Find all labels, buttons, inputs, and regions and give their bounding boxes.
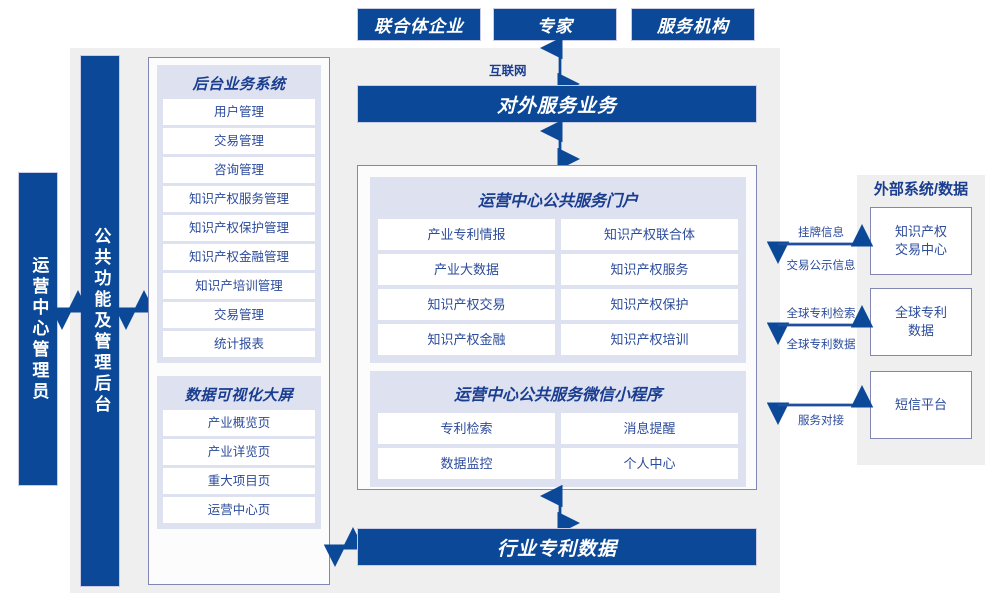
role-box-service-agency: 服务机构 <box>631 8 755 41</box>
backend-business-system-title: 后台业务系统 <box>192 76 286 93</box>
external-box-sms-platform-label: 短信平台 <box>894 397 947 413</box>
data-visualization-group: 数据可视化大屏 产业概览页 产业详览页 重大项目页 运营中心页 <box>157 376 321 529</box>
backend-item-transaction-management[interactable]: 交易管理 <box>163 128 315 154</box>
backend-item-consultation-management[interactable]: 咨询管理 <box>163 157 315 183</box>
mini-item-patent-search[interactable]: 专利检索 <box>378 413 555 444</box>
portal-item-ip-consortium[interactable]: 知识产权联合体 <box>561 219 738 250</box>
backend-item-ip-protection-management[interactable]: 知识产权保护管理 <box>163 215 315 241</box>
mini-item-personal-center[interactable]: 个人中心 <box>561 448 738 479</box>
portal-item-ip-training[interactable]: 知识产权培训 <box>561 324 738 355</box>
portal-item-ip-service[interactable]: 知识产权服务 <box>561 254 738 285</box>
wechat-miniprogram-title: 运营中心公共服务微信小程序 <box>453 387 662 404</box>
external-box-global-patent-data: 全球专利 数据 <box>870 288 972 356</box>
public-service-portal-title: 运营中心公共服务门户 <box>477 193 638 210</box>
backend-systems-container: 后台业务系统 用户管理 交易管理 咨询管理 知识产权服务管理 知识产权保护管理 … <box>148 57 330 585</box>
external-box-global-patent-data-label: 全球专利 数据 <box>894 305 947 338</box>
public-service-container: 运营中心公共服务门户 产业专利情报 知识产权联合体 产业大数据 知识产权服务 知… <box>357 165 757 490</box>
backend-item-ip-finance-management[interactable]: 知识产权金融管理 <box>163 244 315 270</box>
internet-vertical-arrow <box>540 36 580 96</box>
portal-item-industry-patent-intelligence[interactable]: 产业专利情报 <box>378 219 555 250</box>
common-function-backend-label: 公共功能及管理后台 <box>91 226 111 416</box>
public-service-portal-group: 运营中心公共服务门户 产业专利情报 知识产权联合体 产业大数据 知识产权服务 知… <box>370 177 746 363</box>
operation-center-admin-bar: 运营中心管理员 <box>18 172 58 486</box>
portal-item-ip-finance[interactable]: 知识产权金融 <box>378 324 555 355</box>
service-to-portal-arrow <box>540 119 580 171</box>
portal-item-industry-bigdata[interactable]: 产业大数据 <box>378 254 555 285</box>
role-box-consortium-enterprise: 联合体企业 <box>357 8 481 41</box>
common-function-backend-bar: 公共功能及管理后台 <box>80 55 120 587</box>
arrow-label-global-patent-data: 全球专利数据 <box>786 339 856 351</box>
external-systems-title: 外部系统/数据 <box>873 181 969 198</box>
portal-to-industry-data-arrow <box>540 484 580 535</box>
wechat-miniprogram-group: 运营中心公共服务微信小程序 专利检索 消息提醒 数据监控 个人中心 <box>370 371 746 487</box>
external-service-business-bar: 对外服务业务 <box>357 85 757 123</box>
dataviz-item-industry-overview[interactable]: 产业概览页 <box>163 410 315 436</box>
portal-item-ip-protection[interactable]: 知识产权保护 <box>561 289 738 320</box>
external-box-ip-trading-center: 知识产权 交易中心 <box>870 207 972 275</box>
backend-business-system-group: 后台业务系统 用户管理 交易管理 咨询管理 知识产权服务管理 知识产权保护管理 … <box>157 65 321 363</box>
mini-item-data-monitoring[interactable]: 数据监控 <box>378 448 555 479</box>
sms-platform-arrow <box>766 385 874 425</box>
data-visualization-title: 数据可视化大屏 <box>184 387 294 404</box>
ip-trading-center-arrow <box>766 224 874 264</box>
dataviz-item-major-project[interactable]: 重大项目页 <box>163 468 315 494</box>
dataviz-item-industry-detail[interactable]: 产业详览页 <box>163 439 315 465</box>
common-to-backend-arrow <box>114 290 156 330</box>
external-box-ip-trading-center-label: 知识产权 交易中心 <box>894 224 947 257</box>
dataviz-item-operation-center[interactable]: 运营中心页 <box>163 497 315 523</box>
backend-item-statistics-report[interactable]: 统计报表 <box>163 331 315 357</box>
mini-item-message-alert[interactable]: 消息提醒 <box>561 413 738 444</box>
operation-center-admin-label: 运营中心管理员 <box>29 255 49 403</box>
admin-to-common-arrow <box>50 290 90 330</box>
arrow-label-global-patent-search: 全球专利检索 <box>786 308 856 320</box>
arrow-label-service-docking: 服务对接 <box>798 415 844 427</box>
backend-item-user-management[interactable]: 用户管理 <box>163 99 315 125</box>
backend-to-industry-data-arrow <box>323 527 365 567</box>
portal-item-ip-transaction[interactable]: 知识产权交易 <box>378 289 555 320</box>
arrow-label-listing-info: 挂牌信息 <box>798 227 844 239</box>
backend-item-ip-training-management[interactable]: 知识产培训管理 <box>163 273 315 299</box>
external-box-sms-platform: 短信平台 <box>870 371 972 439</box>
internet-arrow-label: 互联网 <box>489 64 527 78</box>
role-box-expert: 专家 <box>493 8 617 41</box>
industry-patent-data-bar: 行业专利数据 <box>357 528 757 566</box>
backend-item-ip-service-management[interactable]: 知识产权服务管理 <box>163 186 315 212</box>
backend-item-transaction-management-2[interactable]: 交易管理 <box>163 302 315 328</box>
global-patent-data-arrow <box>766 305 874 345</box>
arrow-label-transaction-public-info: 交易公示信息 <box>786 260 856 272</box>
